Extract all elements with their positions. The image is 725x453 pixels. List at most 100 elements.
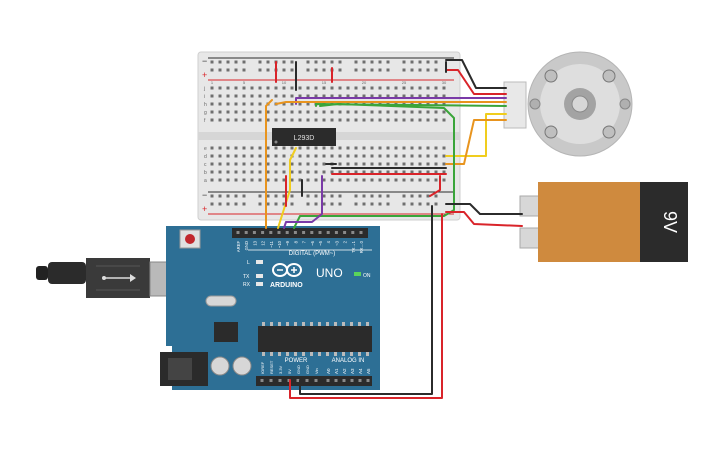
breadboard-hole	[290, 110, 294, 114]
wire-red-5v[interactable]	[289, 213, 443, 399]
breadboard-hole	[282, 154, 286, 158]
rail-hole	[338, 60, 342, 64]
digital-pin[interactable]	[277, 231, 281, 234]
breadboard-hole	[330, 110, 334, 114]
wire-orange-motor-a[interactable]	[275, 101, 507, 105]
breadboard-col-number: 15	[322, 80, 327, 85]
digital-pin[interactable]	[236, 231, 240, 234]
wire-black-battery[interactable]	[445, 203, 523, 215]
analog-pin[interactable]	[342, 379, 346, 382]
breadboard-hole	[282, 86, 286, 90]
digital-pin[interactable]	[269, 231, 273, 234]
breadboard-hole	[218, 170, 222, 174]
motor[interactable]	[503, 51, 633, 157]
digital-pin[interactable]	[359, 231, 363, 234]
rail-hole	[314, 194, 318, 198]
digital-pin[interactable]	[302, 231, 306, 234]
wire-purple-to-arduino[interactable]	[283, 175, 323, 229]
breadboard-hole	[314, 118, 318, 122]
breadboard-hole	[418, 110, 422, 114]
breadboard-hole	[274, 110, 278, 114]
breadboard-hole	[442, 170, 446, 174]
rail-hole	[314, 202, 318, 206]
digital-pin[interactable]	[293, 231, 297, 234]
breadboard-hole	[322, 162, 326, 166]
wire-green-to-arduino[interactable]	[293, 103, 455, 229]
battery-9v[interactable]: 9V	[519, 182, 688, 262]
digital-pin[interactable]	[285, 231, 289, 234]
l293d-chip[interactable]: L293D	[272, 128, 336, 146]
breadboard-hole	[378, 178, 382, 182]
breadboard-hole	[346, 162, 350, 166]
analog-pin[interactable]	[326, 379, 330, 382]
breadboard-hole	[354, 162, 358, 166]
rail-hole	[266, 68, 270, 72]
digital-header-label: DIGITAL (PWM~)	[289, 251, 336, 257]
power-pin[interactable]	[305, 379, 309, 382]
analog-pin[interactable]	[366, 379, 370, 382]
breadboard-hole	[402, 146, 406, 150]
digital-pin[interactable]	[244, 231, 248, 234]
power-pin[interactable]	[269, 379, 273, 382]
wire-red-motor[interactable]	[445, 69, 507, 95]
breadboard-hole	[290, 146, 294, 150]
rail-hole	[266, 60, 270, 64]
breadboard-hole	[282, 146, 286, 150]
rail-hole	[282, 202, 286, 206]
power-pin[interactable]	[314, 379, 318, 382]
digital-pin[interactable]	[334, 231, 338, 234]
wire-green-motor[interactable]	[315, 103, 507, 107]
rail-hole	[322, 194, 326, 198]
breadboard-row-letter: i	[204, 94, 205, 100]
breadboard-hole	[394, 118, 398, 122]
digital-pin[interactable]	[318, 231, 322, 234]
wire-yellow-to-arduino[interactable]	[277, 147, 297, 229]
wire-orange-to-arduino[interactable]	[265, 99, 273, 229]
on-led-label: ON	[363, 273, 371, 279]
breadboard-hole	[218, 118, 222, 122]
breadboard-hole	[234, 110, 238, 114]
reset-button-cap[interactable]	[185, 234, 195, 244]
digital-pin[interactable]	[351, 231, 355, 234]
jumper-red-rail[interactable]	[429, 175, 441, 197]
digital-pin[interactable]	[343, 231, 347, 234]
wire-black-gnd[interactable]	[299, 205, 433, 395]
power-pin[interactable]	[296, 379, 300, 382]
digital-pin[interactable]	[310, 231, 314, 234]
breadboard-hole	[322, 94, 326, 98]
wire-red-battery[interactable]	[445, 211, 523, 227]
breadboard-hole	[346, 170, 350, 174]
led-label-tx: TX	[243, 274, 250, 280]
wire-black-motor[interactable]	[445, 59, 507, 89]
power-pin[interactable]	[260, 379, 264, 382]
analog-pin[interactable]	[358, 379, 362, 382]
battery-label-panel	[640, 182, 688, 262]
breadboard-hole	[306, 102, 310, 106]
analog-pin[interactable]	[334, 379, 338, 382]
breadboard-hole	[242, 162, 246, 166]
breadboard-hole	[346, 154, 350, 158]
rail-hole	[410, 202, 414, 206]
breadboard-hole	[258, 86, 262, 90]
breadboard-hole	[218, 110, 222, 114]
breadboard-hole	[410, 94, 414, 98]
breadboard-hole	[258, 118, 262, 122]
breadboard-hole	[362, 118, 366, 122]
breadboard-hole	[306, 146, 310, 150]
digital-pin[interactable]	[261, 231, 265, 234]
breadboard-hole	[434, 94, 438, 98]
digital-pin[interactable]	[326, 231, 330, 234]
digital-pin[interactable]	[252, 231, 256, 234]
breadboard-hole	[258, 146, 262, 150]
breadboard-hole	[314, 178, 318, 182]
power-pin[interactable]	[278, 379, 282, 382]
analog-pin[interactable]	[350, 379, 354, 382]
breadboard-hole	[210, 170, 214, 174]
breadboard-hole	[394, 178, 398, 182]
rail-hole	[402, 60, 406, 64]
atmega-pins	[262, 322, 369, 356]
digital-pin-label: 7	[302, 240, 307, 243]
rail-hole	[218, 194, 222, 198]
